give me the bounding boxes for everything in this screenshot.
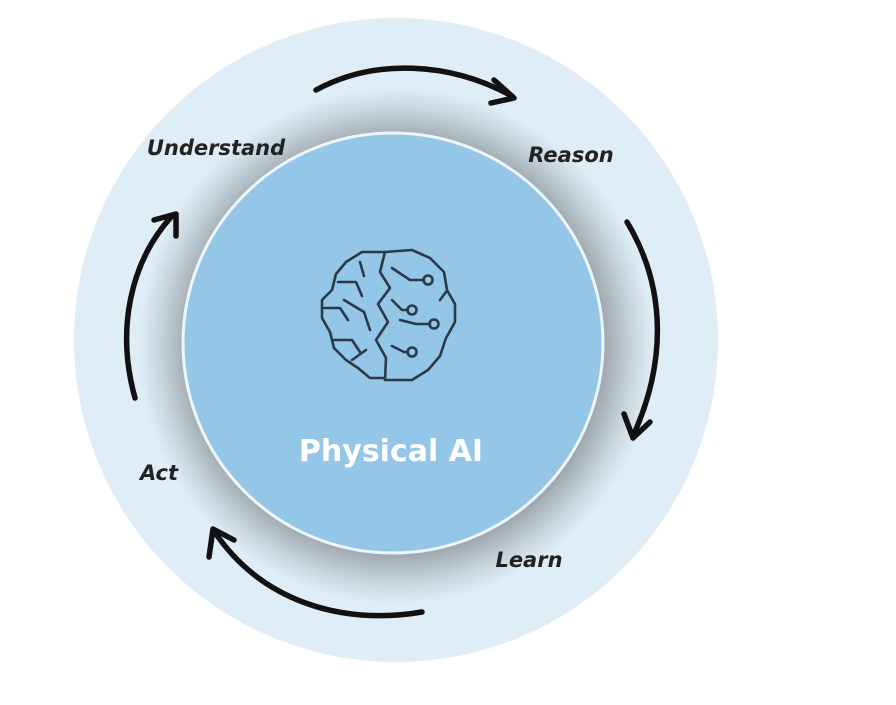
center-title: Physical AI (299, 434, 483, 469)
arrow-reason-to-learn (624, 219, 661, 439)
stage-label-reason: Reason (528, 143, 613, 167)
arrow-reason-to-learn-head (621, 411, 653, 441)
brain-circuit-icon (320, 248, 457, 382)
arrow-learn-to-act (211, 528, 425, 619)
arrow-act-to-understand-head (151, 211, 179, 239)
stage-label-act: Act (138, 461, 179, 485)
cycle-arrows (123, 65, 661, 619)
arrow-learn-to-act-head (206, 526, 237, 560)
arrow-act-to-understand (123, 213, 175, 401)
inner-circle (181, 131, 605, 555)
stage-label-learn: Learn (495, 548, 562, 572)
stage-label-understand: Understand (147, 136, 286, 160)
arrow-understand-to-reason (313, 65, 515, 99)
arrow-understand-to-reason-head (488, 77, 517, 106)
